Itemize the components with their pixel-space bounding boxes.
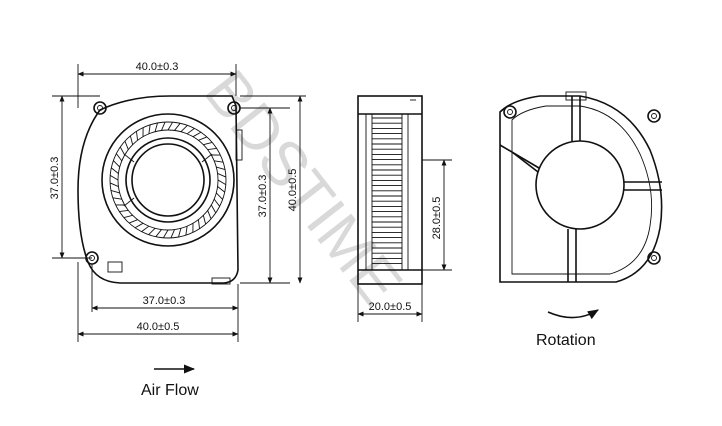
impeller-blade xyxy=(155,229,162,237)
side-housing xyxy=(357,95,423,285)
impeller-blade xyxy=(109,174,119,181)
impeller-blade xyxy=(119,209,129,212)
dim-side-width: 20.0±0.5 xyxy=(369,301,412,313)
impeller-blade xyxy=(148,124,151,134)
impeller-blade xyxy=(214,160,224,163)
back-mount-hole-top-right xyxy=(647,109,661,123)
impeller-blade xyxy=(109,182,119,187)
impeller-blade xyxy=(129,135,134,145)
back-mount-hole-top-left xyxy=(503,105,517,119)
front-view xyxy=(77,95,243,285)
side-dimensions: 28.0±0.5 20.0±0.5 xyxy=(357,159,452,322)
front-dimensions: 40.0±0.3 37.0±0.3 37.0±0.3 40.0±0.5 37.0… xyxy=(49,61,306,342)
impeller-blade xyxy=(113,160,121,168)
impeller-blade xyxy=(216,166,226,170)
impeller-blade xyxy=(213,198,221,207)
impeller-blade xyxy=(192,131,202,138)
impeller-blade xyxy=(180,125,188,133)
back-view xyxy=(499,91,663,283)
impeller-blade xyxy=(115,153,123,162)
impeller-blade xyxy=(178,228,182,238)
impeller-blade xyxy=(112,197,122,200)
impeller-blade xyxy=(119,146,126,156)
watermark: BDSTIME xyxy=(191,58,415,318)
back-mount-hole-bottom-right xyxy=(647,251,661,265)
dim-front-left-height: 37.0±0.3 xyxy=(49,157,61,200)
rotation-arrow xyxy=(547,309,599,320)
impeller-blade xyxy=(217,173,227,178)
front-housing-outline xyxy=(77,95,239,284)
impeller-blade xyxy=(207,148,217,151)
impeller-blade xyxy=(203,141,213,146)
impeller-blade xyxy=(124,140,129,150)
impeller-blade xyxy=(170,229,175,239)
impeller-blade xyxy=(185,226,188,236)
impeller-blade xyxy=(217,186,225,193)
impeller-blade-ring xyxy=(109,121,227,239)
impeller-blade xyxy=(217,179,227,186)
dim-front-right-inner-height: 37.0±0.3 xyxy=(257,175,269,218)
impeller-blade xyxy=(174,123,181,131)
dim-front-right-outer-height: 40.0±0.5 xyxy=(287,169,299,212)
impeller-outer-ring xyxy=(101,113,235,247)
mount-hole-top-left xyxy=(93,101,107,115)
impeller-hub xyxy=(131,143,205,217)
impeller-blade xyxy=(202,215,207,225)
impeller-blade xyxy=(197,219,200,229)
impeller-blade xyxy=(136,131,139,141)
back-hub xyxy=(535,140,625,230)
impeller-blade xyxy=(198,136,208,141)
impeller-blade xyxy=(110,190,120,194)
dim-front-bottom-inner: 37.0±0.3 xyxy=(143,295,186,307)
back-housing-outline xyxy=(499,95,663,283)
rotation-label: Rotation xyxy=(536,332,596,349)
air-flow-label: Air Flow xyxy=(141,382,199,399)
impeller-blade xyxy=(123,214,133,219)
impeller-blade xyxy=(148,227,156,235)
side-view xyxy=(357,95,423,285)
impeller-blade xyxy=(162,229,169,239)
impeller-blade xyxy=(111,167,119,174)
impeller-blade xyxy=(154,122,158,132)
dim-side-height: 28.0±0.5 xyxy=(431,197,443,240)
impeller-blade xyxy=(161,121,166,131)
impeller-blade xyxy=(207,210,212,220)
dim-front-bottom-outer: 40.0±0.5 xyxy=(137,321,180,333)
impeller-blade xyxy=(134,222,144,229)
dim-front-top-width: 40.0±0.3 xyxy=(136,61,179,73)
impeller-blade xyxy=(128,219,138,224)
impeller-blade xyxy=(141,225,150,233)
impeller-blade xyxy=(167,121,174,131)
impeller-blade xyxy=(215,192,223,200)
impeller-blade xyxy=(186,127,195,135)
impeller-blade xyxy=(210,204,217,214)
